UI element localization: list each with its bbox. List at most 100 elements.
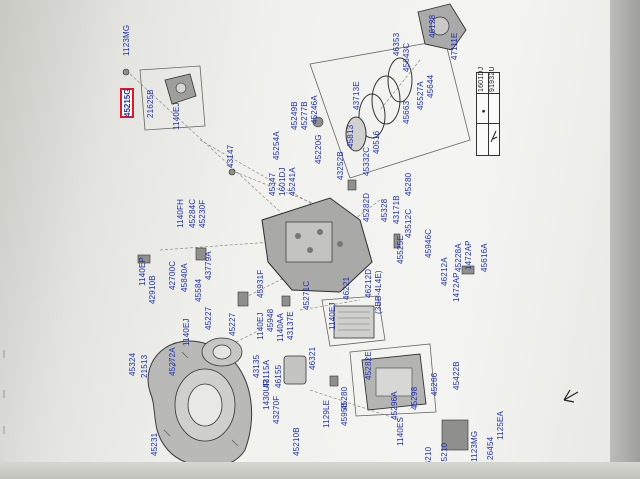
part-label[interactable]: 42910B: [148, 275, 157, 304]
part-label[interactable]: 43135: [252, 354, 261, 378]
part-label[interactable]: 1430UR: [262, 379, 271, 410]
cursor-arrow-icon: [563, 389, 579, 403]
part-label[interactable]: 43137E: [286, 311, 295, 340]
part-label[interactable]: 26454: [486, 436, 495, 460]
part-label[interactable]: 45296A: [390, 391, 399, 420]
part-label[interactable]: 1140FH: [176, 198, 185, 228]
part-label[interactable]: 43252B: [336, 151, 345, 180]
part-label[interactable]: 43779A: [204, 251, 213, 280]
part-label[interactable]: 45813: [346, 124, 355, 148]
part-label[interactable]: 45228A: [454, 243, 463, 272]
part-label[interactable]: 45643C: [402, 42, 411, 72]
part-label[interactable]: 43171B: [392, 195, 401, 224]
legend-header-1601dj: 1601DJ: [478, 66, 485, 92]
part-label[interactable]: 45422B: [452, 361, 461, 390]
monitor-bezel-bottom: [0, 462, 640, 479]
part-label[interactable]: 45525E: [396, 235, 405, 264]
part-label[interactable]: 46212D: [364, 268, 373, 298]
left-margin-marks: [3, 350, 5, 434]
legend-table: 1601DJ 91932U •: [476, 66, 500, 156]
part-label[interactable]: 21513: [140, 354, 149, 378]
part-label[interactable]: 45931F: [256, 269, 265, 298]
part-label[interactable]: 45254A: [272, 131, 281, 160]
valve-body: [333, 305, 375, 339]
part-label[interactable]: 43270F: [272, 395, 281, 424]
part-label[interactable]: 1140AA: [276, 312, 285, 342]
part-label[interactable]: 45220G: [314, 134, 323, 164]
part-label[interactable]: 45616A: [480, 243, 489, 272]
part-label[interactable]: 45210B: [292, 427, 301, 456]
part-label[interactable]: 45249B: [290, 101, 299, 130]
part-label[interactable]: 45282E: [364, 351, 373, 380]
part-label[interactable]: 1140ES: [396, 416, 405, 446]
part-label[interactable]: 45644: [426, 74, 435, 98]
part-label[interactable]: 45584: [194, 278, 203, 302]
highlighted-part-number[interactable]: 45215G: [120, 88, 134, 118]
legend-header-91932u: 91932U: [489, 66, 496, 92]
part-label[interactable]: 45280: [404, 172, 413, 196]
part-label[interactable]: 45241A: [288, 167, 297, 196]
part-label[interactable]: 21625B: [146, 89, 155, 118]
part-label[interactable]: 47111E: [450, 32, 459, 60]
part-label[interactable]: 1140EJ: [182, 318, 191, 346]
part-label[interactable]: 45948: [266, 308, 275, 332]
case-cover: [417, 3, 467, 51]
part-label[interactable]: 46221: [342, 276, 351, 300]
part-label[interactable]: 43713E: [352, 81, 361, 110]
part-label[interactable]: 45347: [268, 172, 277, 196]
part-label[interactable]: 45230F: [198, 199, 207, 228]
part-label[interactable]: 45272A: [168, 347, 177, 376]
part-label[interactable]: 45332C: [362, 146, 371, 176]
part-label[interactable]: 45328: [380, 198, 389, 222]
part-label[interactable]: 1140EJ: [328, 302, 337, 330]
part-label[interactable]: 1601DJ: [278, 167, 287, 196]
part-label[interactable]: 45663: [402, 100, 411, 124]
part-label[interactable]: 1123MG: [470, 430, 479, 462]
part-label[interactable]: 45958: [340, 402, 349, 426]
lower-valve-body: [361, 353, 427, 411]
oil-filter: [283, 355, 307, 385]
part-label[interactable]: 46155: [274, 364, 283, 388]
part-label[interactable]: 45266: [430, 372, 439, 396]
part-label[interactable]: 46321: [308, 346, 317, 370]
part-label[interactable]: 42700C: [168, 260, 177, 290]
pump-assembly: [201, 337, 243, 367]
part-label[interactable]: 45298: [410, 386, 419, 410]
part-label[interactable]: 40516: [372, 130, 381, 154]
part-label[interactable]: 1125EA: [496, 410, 505, 440]
clutch-pack-box: [309, 39, 471, 179]
part-label[interactable]: 1129LE: [322, 399, 331, 428]
part-label[interactable]: 45282D: [362, 192, 371, 222]
small-parts: [122, 68, 475, 451]
part-label[interactable]: 45227: [204, 306, 213, 330]
part-label[interactable]: 43512C: [404, 208, 413, 238]
part-label[interactable]: 45946C: [424, 228, 433, 258]
part-label[interactable]: 45277B: [300, 101, 309, 130]
main-case: [261, 197, 373, 293]
part-label[interactable]: 45231: [150, 432, 159, 456]
part-label[interactable]: 45271C: [302, 280, 311, 310]
part-label[interactable]: 1472AP: [464, 240, 473, 270]
valve-body-box: [321, 295, 386, 347]
part-label[interactable]: 46212A: [440, 257, 449, 286]
part-label[interactable]: 46353: [392, 32, 401, 56]
part-label[interactable]: 43147: [226, 144, 235, 168]
part-label[interactable]: 1123MG: [122, 24, 131, 56]
part-label[interactable]: 46128: [428, 14, 437, 38]
part-label[interactable]: 45227: [228, 312, 237, 336]
part-label[interactable]: 45284C: [188, 198, 197, 228]
part-label[interactable]: 45324: [128, 352, 137, 376]
part-label[interactable]: 1140EJ: [256, 312, 265, 340]
plug-icon: [490, 130, 498, 143]
legend-symbol-dot: •: [479, 109, 490, 113]
part-label[interactable]: 45527A: [416, 81, 425, 110]
part-label[interactable]: 45246A: [310, 95, 319, 124]
part-label[interactable]: 1472AP: [452, 272, 461, 302]
part-label[interactable]: 45840A: [180, 263, 189, 292]
part-label[interactable]: 1140EP: [138, 256, 147, 286]
part-label[interactable]: 1140EJ: [172, 102, 181, 130]
part-label[interactable]: (3BB-4L4E): [374, 270, 383, 314]
transmission-housing: [147, 340, 252, 468]
